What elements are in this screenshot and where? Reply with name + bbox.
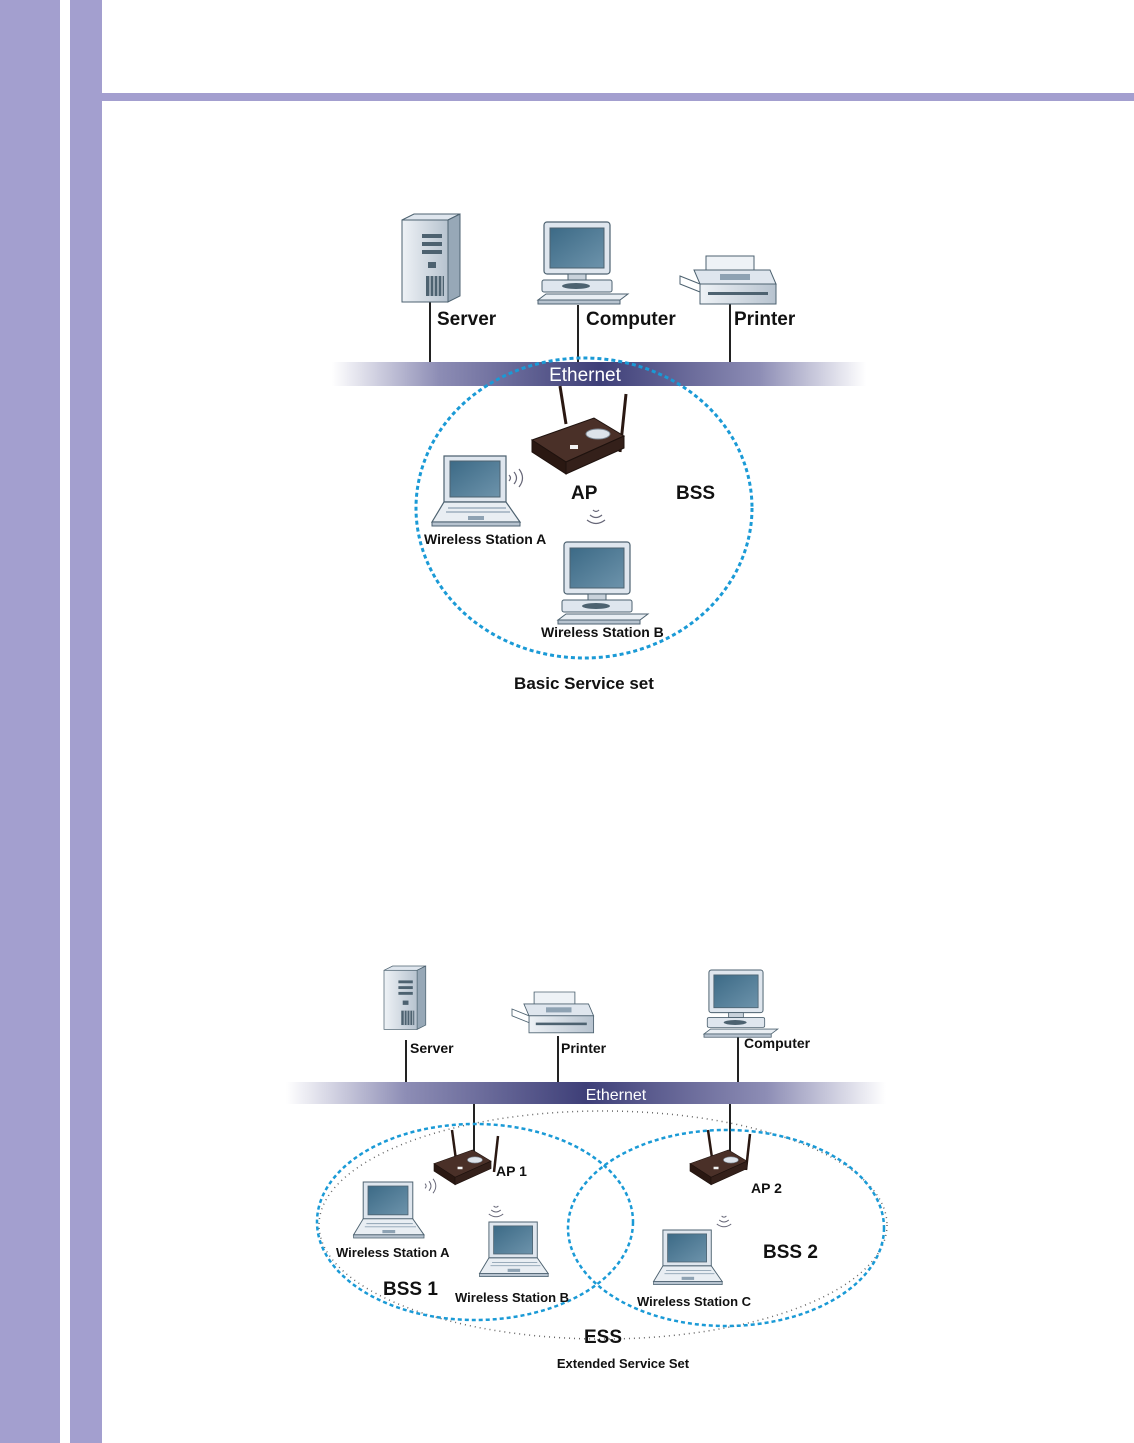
server-label: Server — [410, 1040, 454, 1056]
printer-icon — [680, 256, 776, 304]
bss-figure: Ethernet Server Computer Printer AP BSS … — [332, 214, 866, 693]
wireless-station-a-laptop-icon — [354, 1182, 424, 1238]
wireless-signal-icon — [489, 1206, 503, 1217]
wireless-signal-icon — [717, 1216, 731, 1227]
wireless-station-a-label: Wireless Station A — [424, 531, 546, 547]
computer-icon — [538, 222, 628, 304]
wireless-signal-icon — [587, 510, 605, 524]
server-icon — [384, 966, 426, 1029]
bss2-label: BSS 2 — [763, 1242, 818, 1263]
computer-label: Computer — [586, 309, 676, 330]
ess-figure: Ethernet Server Printer Computer AP 1 AP… — [286, 966, 887, 1371]
wireless-signal-icon — [509, 469, 523, 487]
ap-icon — [532, 418, 624, 474]
ap1-label: AP 1 — [496, 1163, 527, 1179]
wireless-station-b-label: Wireless Station B — [541, 624, 664, 640]
ap1-icon — [434, 1150, 491, 1185]
bss1-label: BSS 1 — [383, 1279, 438, 1300]
wireless-signal-icon — [425, 1179, 436, 1193]
ap1-antenna-left — [452, 1130, 456, 1160]
wireless-station-b-label: Wireless Station B — [455, 1290, 569, 1305]
bss-label: BSS — [676, 483, 715, 504]
server-label: Server — [437, 309, 497, 330]
ap2-label: AP 2 — [751, 1180, 782, 1196]
wireless-station-b-computer-icon — [558, 542, 648, 624]
ap2-icon — [690, 1150, 747, 1185]
ethernet-label: Ethernet — [549, 365, 622, 386]
printer-label: Printer — [561, 1040, 607, 1056]
wireless-station-a-label: Wireless Station A — [336, 1245, 450, 1260]
ap-label: AP — [571, 483, 598, 504]
wireless-station-a-laptop-icon — [432, 456, 520, 526]
ap-antenna-left — [560, 386, 566, 424]
wireless-station-b-laptop-icon — [480, 1222, 549, 1277]
wireless-station-c-label: Wireless Station C — [637, 1294, 752, 1309]
printer-label: Printer — [734, 309, 796, 330]
ap2-antenna-left — [708, 1130, 712, 1158]
printer-icon — [512, 992, 594, 1033]
ethernet-label: Ethernet — [586, 1087, 647, 1104]
computer-label: Computer — [744, 1035, 811, 1051]
ess-caption: Extended Service Set — [557, 1356, 690, 1371]
wireless-station-c-laptop-icon — [654, 1230, 723, 1285]
server-icon — [402, 214, 460, 302]
bss-caption: Basic Service set — [514, 674, 654, 693]
ess-label: ESS — [584, 1327, 622, 1348]
computer-icon — [704, 970, 778, 1037]
